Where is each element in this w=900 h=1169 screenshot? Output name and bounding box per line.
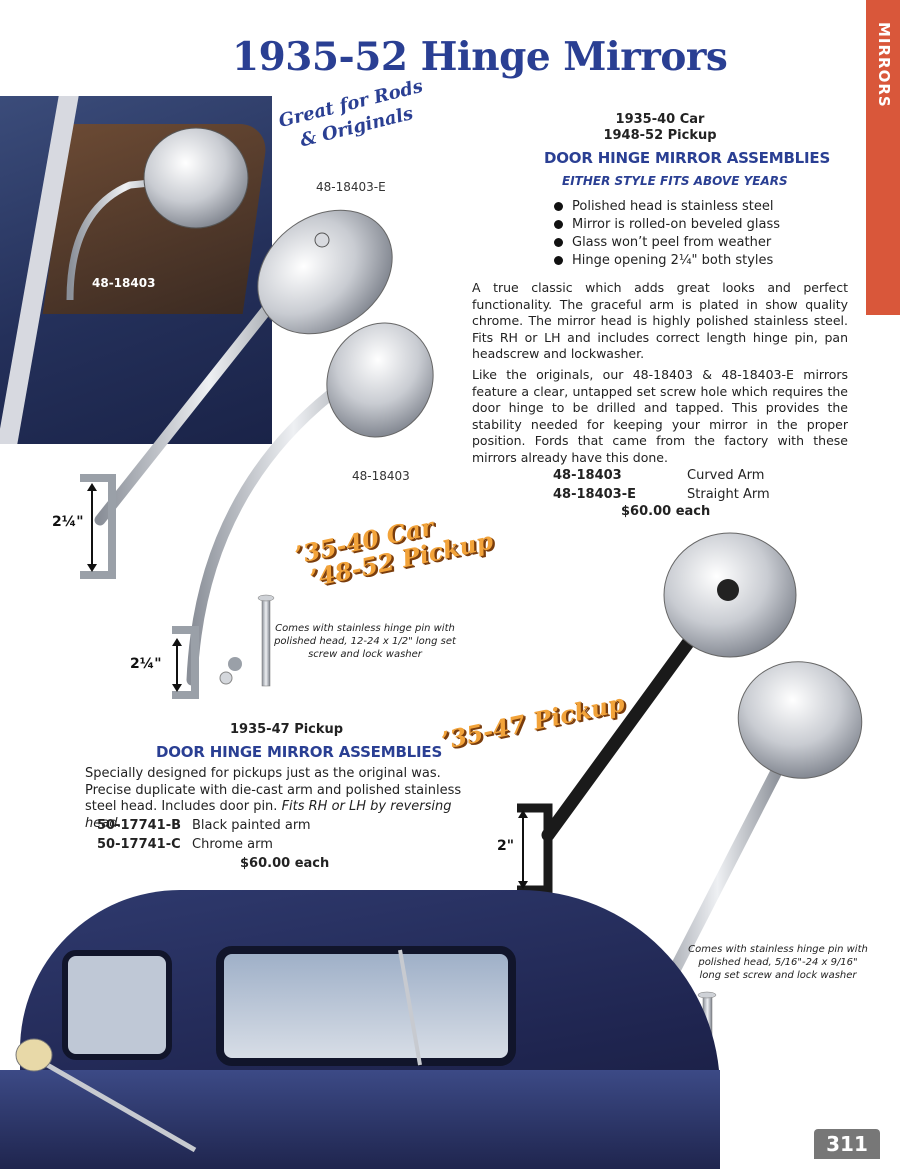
part-number: 50-17741-C [97,837,181,852]
car-photo-part-label: 48-18403 [92,276,156,290]
curved-arm-label: 48-18403 [352,469,410,483]
feature-list: Polished head is stainless steel Mirror … [553,198,780,270]
section-tab: MIRRORS [866,0,900,315]
section2-years: 1935-47 Pickup [230,722,344,737]
page-title: 1935-52 Hinge Mirrors [232,34,728,80]
feature-item: Polished head is stainless steel [553,198,780,216]
feature-item: Hinge opening 2¼" both styles [553,252,780,270]
part-row: 48-18403 Curved Arm [553,466,770,485]
section1-price: $60.00 each [621,504,711,519]
part-number: 48-18403 [553,468,622,483]
section1-subheading: EITHER STYLE FITS ABOVE YEARS [562,174,788,188]
part-description: Curved Arm [687,468,765,483]
section2-price: $60.00 each [240,856,330,871]
dimension-label-black-arm: 2" [497,838,515,854]
straight-arm-mirror [80,209,393,579]
section2-description-italic: Fits RH or LH by reversing head. [85,799,452,831]
straight-arm-label: 48-18403-E [316,180,386,194]
part-row: 50-17741-C Chrome arm [97,835,311,854]
part-description: Chrome arm [192,837,273,852]
section1-heading: DOOR HINGE MIRROR ASSEMBLIES [544,149,831,167]
curved-arm-mirror [172,322,434,699]
section1-years: 1935-40 Car 1948-52 Pickup [580,112,740,144]
feature-item: Glass won’t peel from weather [553,234,780,252]
section1-years-line2: 1948-52 Pickup [603,128,717,143]
section1-years-line1: 1935-40 Car [615,112,705,127]
dimension-arrow [172,638,182,692]
dimension-arrow [518,810,528,889]
part-number: 50-17741-B [97,818,182,833]
dimension-arrow [87,483,97,572]
black-arm-mirror [517,532,797,895]
section2-description-main: Specially designed for pickups just as t… [85,766,462,814]
part-number: 48-18403-E [553,487,636,502]
page-number: 311 [814,1129,880,1159]
section2-heading: DOOR HINGE MIRROR ASSEMBLIES [156,743,443,761]
part-description: Straight Arm [687,487,770,502]
hinge-pin-caption-1: Comes with stainless hinge pin with poli… [274,623,456,660]
truck-side-window [62,950,172,1060]
section2-parts-list: 50-17741-B Black painted arm 50-17741-C … [97,816,311,854]
car-mounted-mirror [66,127,249,301]
hinge-pin-kit-1 [219,594,275,687]
truck-mirror [15,949,422,1153]
truck-windshield [216,946,516,1066]
hinge-pin-caption-2: Comes with stainless hinge pin with poli… [688,944,868,981]
dimension-label-curved-arm: 2¼" [130,656,162,672]
section1-description: A true classic which adds great looks an… [472,280,848,361]
part-row: 48-18403-E Straight Arm [553,485,770,504]
dimension-label-top-arm: 2¼" [52,514,84,530]
feature-item: Mirror is rolled-on beveled glass [553,216,780,234]
part-row: 50-17741-B Black painted arm [97,816,311,835]
section2-description: Specially designed for pickups just as t… [85,766,483,832]
section1-install-notes: Like the originals, our 48-18403 & 48-18… [472,367,848,465]
section-tab-label: MIRRORS [875,22,893,108]
pickup-truck-photo: 311 [0,880,900,1169]
truck-hood [0,1070,720,1169]
part-description: Black painted arm [192,818,311,833]
section1-parts-list: 48-18403 Curved Arm 48-18403-E Straight … [553,466,770,504]
